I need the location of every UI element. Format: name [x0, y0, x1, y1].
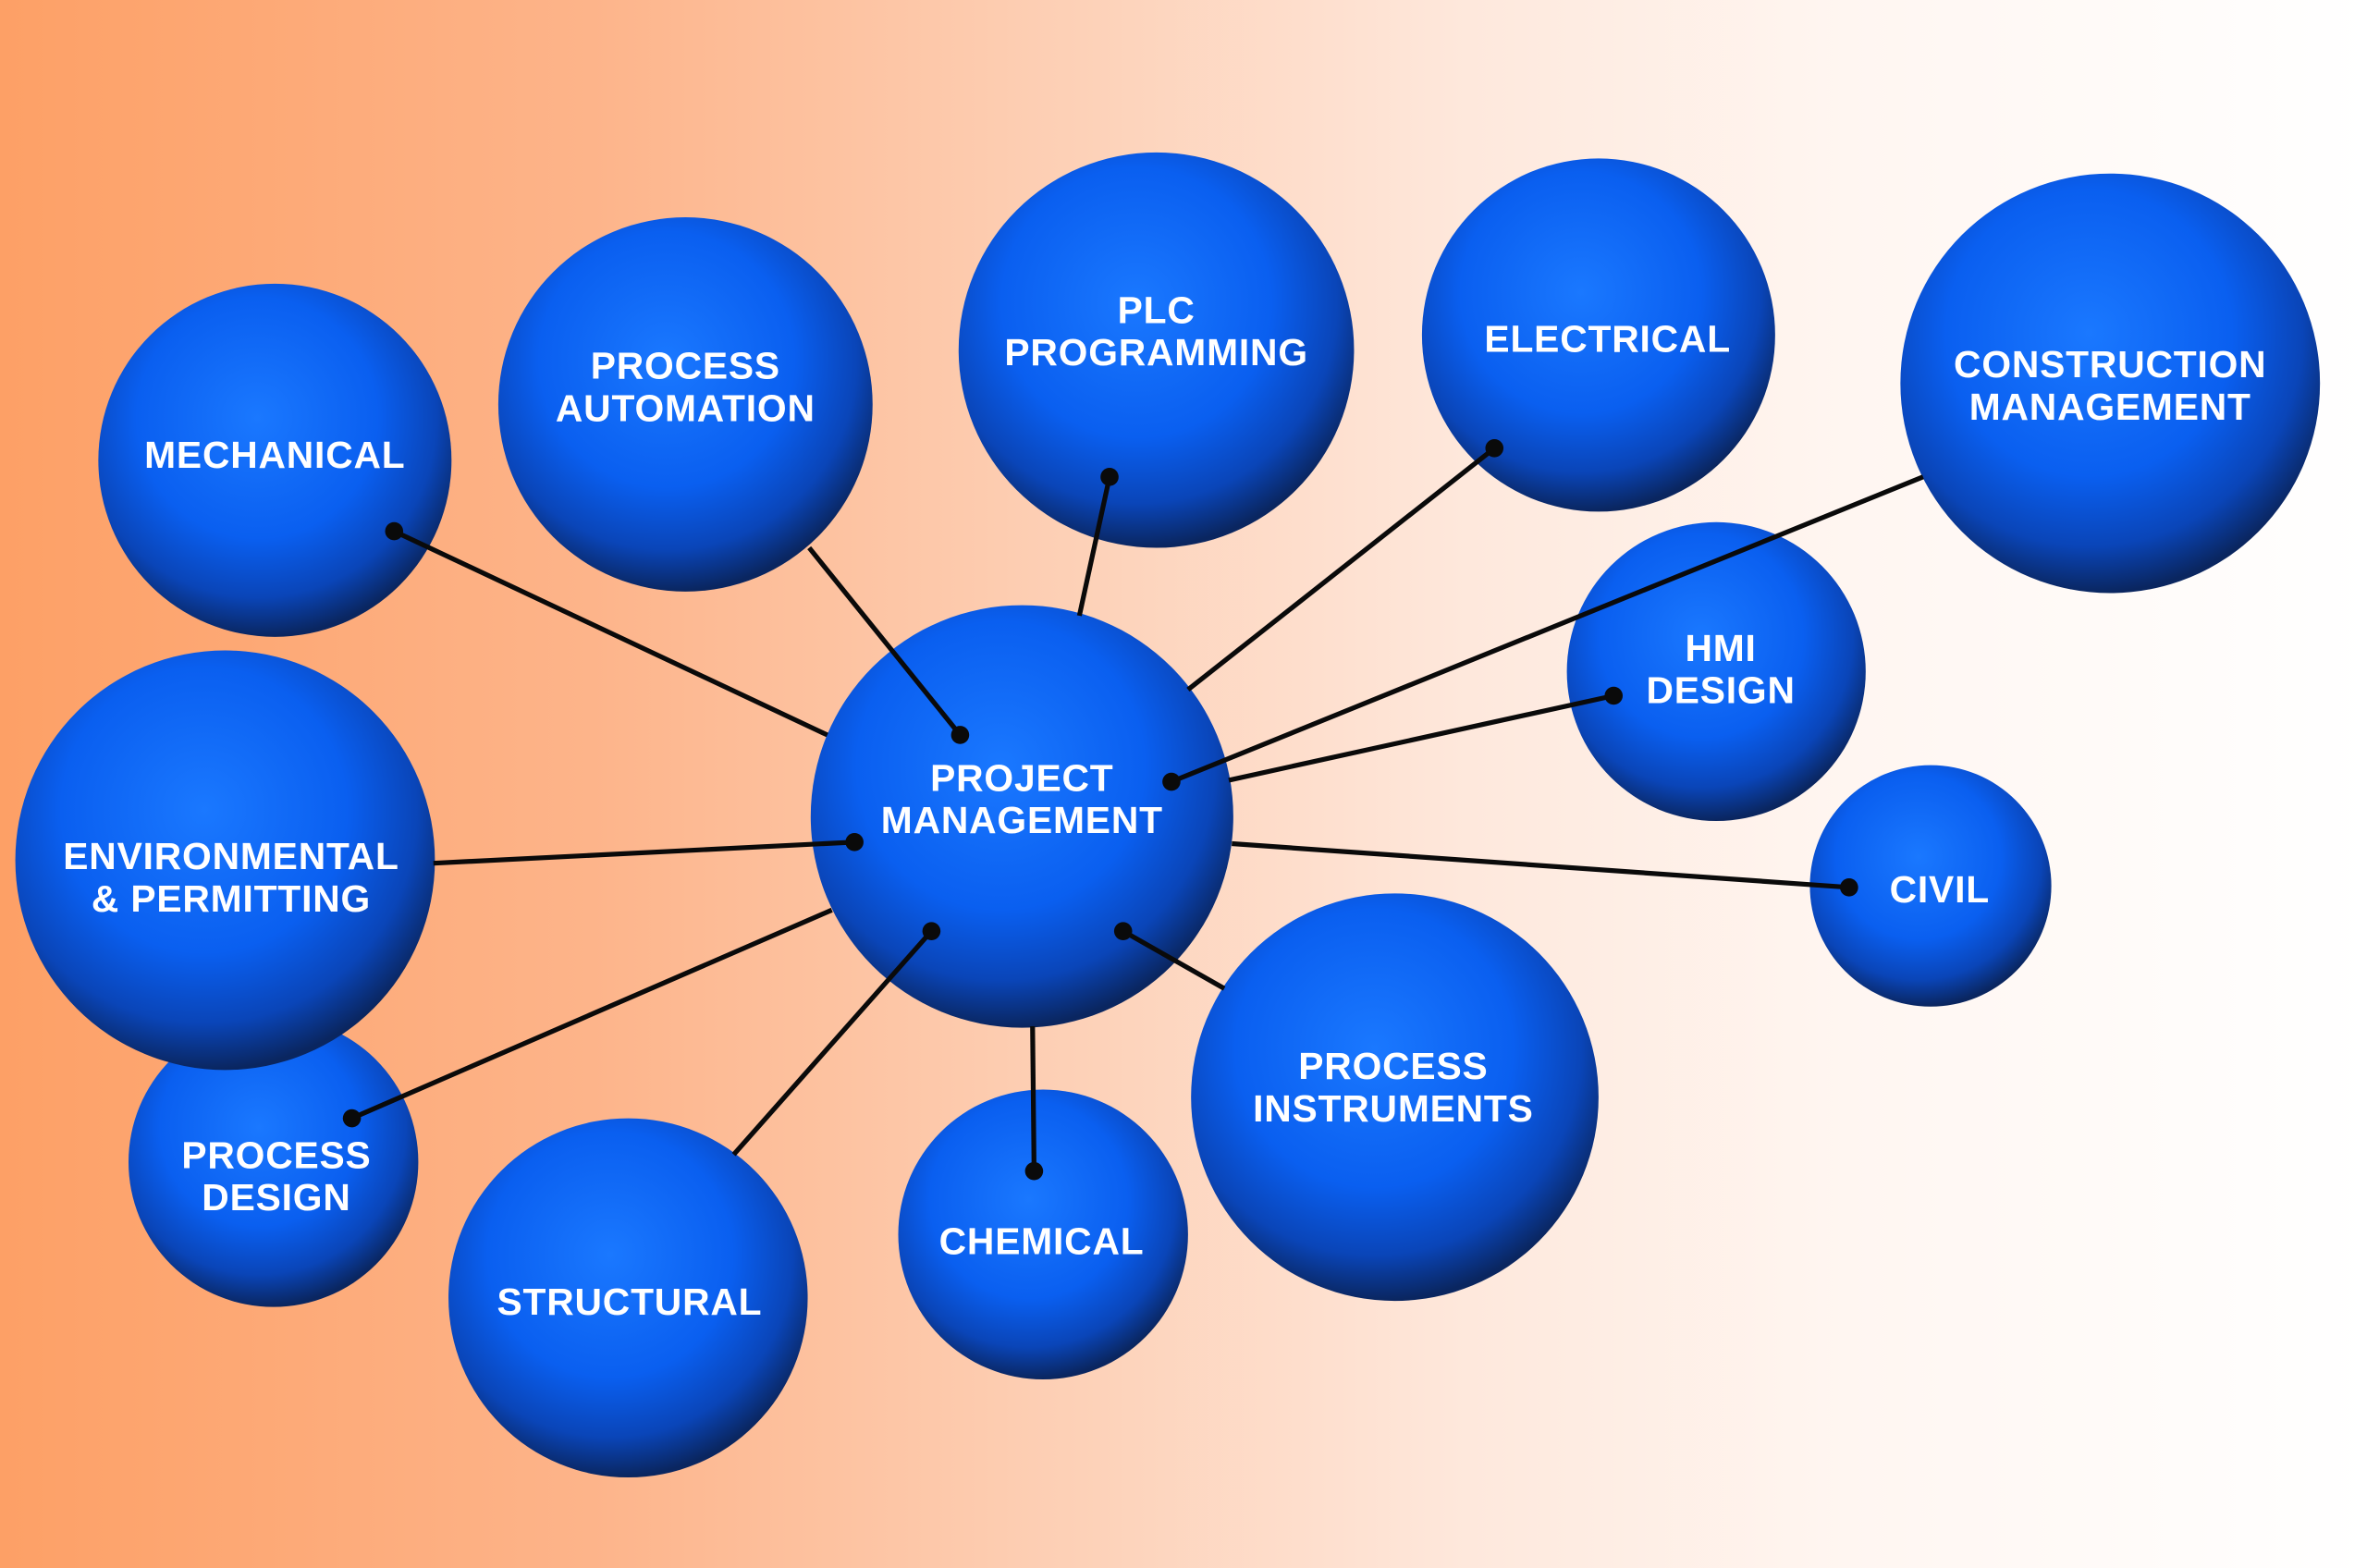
label-plc-programming-1: PLC	[1118, 288, 1196, 331]
dot	[1840, 878, 1858, 897]
sphere-mechanical	[98, 283, 452, 637]
label-process-automation-1: PROCESS	[591, 345, 780, 387]
labels: MECHANICAL PROCESS AUTOMATION PLC PROGRA…	[63, 288, 2266, 1323]
label-mechanical: MECHANICAL	[144, 434, 405, 476]
connector-environmental	[433, 839, 855, 866]
label-construction-management-2: MANAGEMENT	[1969, 386, 2251, 428]
sphere-process-design	[128, 1017, 419, 1307]
dot	[1604, 686, 1624, 705]
connector-dots	[342, 439, 1858, 1181]
sphere-civil	[1809, 765, 2052, 1007]
label-process-design-1: PROCESS	[181, 1133, 371, 1176]
label-process-automation-2: AUTOMATION	[556, 386, 816, 429]
connector-plc-programming	[1076, 476, 1112, 617]
dot	[1100, 468, 1119, 486]
dot	[1024, 1161, 1044, 1181]
connector-hmi-design	[1228, 692, 1614, 783]
connector-electrical	[1186, 446, 1496, 692]
dot	[1485, 439, 1504, 458]
sphere-hmi-design	[1566, 521, 1866, 821]
dot	[342, 1109, 362, 1128]
sphere-construction-management	[1900, 173, 2321, 594]
label-process-instruments-2: INSTRUMENTS	[1253, 1087, 1534, 1130]
label-electrical: ELECTRICAL	[1484, 317, 1731, 360]
sphere-environmental	[15, 650, 435, 1071]
label-construction-management-1: CONSTRUCTION	[1954, 343, 2266, 386]
sphere-chemical	[898, 1089, 1188, 1379]
label-plc-programming-2: PROGRAMMING	[1004, 331, 1308, 374]
sphere-process-instruments	[1191, 893, 1599, 1302]
dot	[950, 726, 970, 744]
connector-mechanical	[393, 529, 828, 738]
sphere-process-automation	[497, 217, 873, 592]
label-hmi-design-1: HMI	[1685, 627, 1756, 669]
label-environmental-1: ENVIRONMENTAL	[63, 835, 399, 877]
label-structural: STRUCTURAL	[497, 1280, 762, 1323]
label-environmental-2: & PERMITTING	[92, 877, 371, 920]
label-project-management-2: MANAGEMENT	[881, 799, 1163, 841]
label-civil: CIVIL	[1890, 868, 1990, 911]
sphere-structural	[448, 1118, 808, 1478]
connector-civil	[1232, 840, 1850, 890]
label-process-design-2: DESIGN	[202, 1176, 350, 1219]
spheres	[15, 152, 2321, 1478]
sphere-project-management	[810, 605, 1233, 1028]
sphere-electrical	[1421, 158, 1775, 512]
connector-process-instruments	[1122, 928, 1226, 991]
connector-chemical	[1030, 1025, 1037, 1171]
dot	[922, 922, 941, 940]
connector-structural	[731, 929, 934, 1157]
connector-process-automation	[807, 545, 963, 737]
label-hmi-design-2: DESIGN	[1646, 669, 1795, 712]
dot	[845, 833, 864, 851]
dot	[1113, 922, 1133, 940]
connector-construction-management	[1170, 474, 1924, 784]
sphere-plc-programming	[958, 152, 1355, 548]
connectors	[350, 446, 1924, 1171]
label-process-instruments-1: PROCESS	[1298, 1045, 1488, 1087]
label-chemical: CHEMICAL	[939, 1219, 1145, 1262]
label-project-management-1: PROJECT	[930, 756, 1113, 799]
connector-process-design	[350, 907, 833, 1121]
dot	[385, 521, 404, 541]
dot	[1162, 772, 1181, 791]
